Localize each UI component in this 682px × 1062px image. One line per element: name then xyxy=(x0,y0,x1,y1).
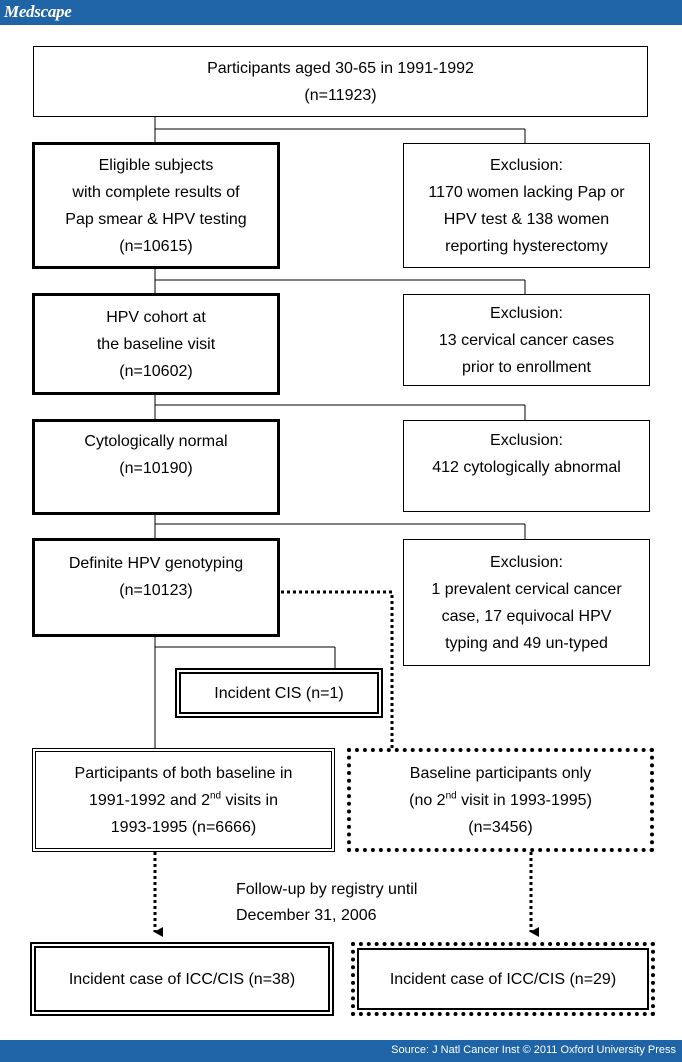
genotyping-label: Definite HPV genotyping xyxy=(68,555,244,572)
eligible-line: Pap smear & HPV testing xyxy=(65,210,247,228)
exclusion-heading: Exclusion: xyxy=(490,156,563,174)
both-visits-line: Participants of both baseline in xyxy=(74,764,293,782)
incident-left-label: Incident case of ICC/CIS (n=38) xyxy=(68,970,296,988)
participants-box: Participants aged 30-65 in 1991-1992 (n=… xyxy=(33,46,648,117)
exclusion-line: 1 prevalent cervical cancer xyxy=(431,580,622,598)
cohort-line: HPV cohort at xyxy=(106,308,206,326)
eligible-line: with complete results of xyxy=(72,183,240,201)
eligible-line: Eligible subjects xyxy=(98,156,214,174)
baseline-only-box: Baseline participants only (no 2nd visit… xyxy=(347,748,654,852)
text-part: visits in xyxy=(221,791,279,809)
medscape-logo: Medscape xyxy=(4,2,72,21)
exclusion-line: case, 17 equivocal HPV xyxy=(441,607,612,625)
genotyping-box: Definite HPV genotyping (n=10123) xyxy=(32,538,280,637)
participants-count: (n=11923) xyxy=(304,86,377,104)
incident-cis-label: Incident CIS (n=1) xyxy=(214,684,344,702)
cohort-count: (n=10602) xyxy=(119,362,193,380)
cohort-box: HPV cohort at the baseline visit (n=1060… xyxy=(32,293,280,395)
exclusion-heading: Exclusion: xyxy=(490,304,563,322)
exclusion-box-3: Exclusion: 412 cytologically abnormal xyxy=(403,420,650,512)
footer-bar: Source: J Natl Cancer Inst © 2011 Oxford… xyxy=(0,1040,682,1062)
cohort-line: the baseline visit xyxy=(96,335,216,353)
both-visits-box: Participants of both baseline in 1991-19… xyxy=(32,748,335,852)
normal-count: (n=10190) xyxy=(119,460,193,477)
both-visits-line: 1991-1992 and 2nd visits in xyxy=(89,787,278,814)
source-credit: Source: J Natl Cancer Inst © 2011 Oxford… xyxy=(391,1044,676,1056)
both-visits-count: 1993-1995 (n=6666) xyxy=(110,818,257,836)
genotyping-count: (n=10123) xyxy=(119,582,193,599)
participants-label: Participants aged 30-65 in 1991-1992 xyxy=(207,59,474,77)
text-part: (no 2 xyxy=(409,791,446,809)
exclusion-heading: Exclusion: xyxy=(490,553,563,571)
normal-box: Cytologically normal (n=10190) xyxy=(32,419,280,515)
incident-right-label: Incident case of ICC/CIS (n=29) xyxy=(389,970,617,988)
text-part: 1991-1992 and 2 xyxy=(88,791,210,809)
superscript: nd xyxy=(445,790,457,802)
baseline-only-line: (no 2nd visit in 1993-1995) xyxy=(409,787,592,814)
incident-left-box: Incident case of ICC/CIS (n=38) xyxy=(30,942,334,1016)
incident-right-box: Incident case of ICC/CIS (n=29) xyxy=(351,942,655,1016)
baseline-only-line: Baseline participants only xyxy=(409,764,592,782)
eligible-count: (n=10615) xyxy=(119,237,193,255)
followup-line: Follow-up by registry until xyxy=(236,881,418,898)
header-bar: Medscape xyxy=(0,0,682,25)
baseline-only-count: (n=3456) xyxy=(468,818,533,836)
exclusion-line: typing and 49 un-typed xyxy=(445,634,608,652)
exclusion-box-4: Exclusion: 1 prevalent cervical cancer c… xyxy=(403,539,650,666)
exclusion-line: prior to enrollment xyxy=(462,358,591,376)
dotted-connector xyxy=(281,590,394,748)
exclusion-line: HPV test & 138 women xyxy=(443,210,610,228)
exclusion-box-1: Exclusion: 1170 women lacking Pap or HPV… xyxy=(403,143,650,268)
exclusion-box-2: Exclusion: 13 cervical cancer cases prio… xyxy=(403,294,650,386)
text-part: visit in 1993-1995) xyxy=(456,791,592,809)
exclusion-line: 412 cytologically abnormal xyxy=(432,459,621,476)
followup-note: Follow-up by registry until December 31,… xyxy=(236,877,417,929)
exclusion-line: 1170 women lacking Pap or xyxy=(428,183,625,201)
exclusion-line: 13 cervical cancer cases xyxy=(438,331,615,349)
superscript: nd xyxy=(209,790,222,802)
normal-label: Cytologically normal xyxy=(84,433,228,450)
exclusion-heading: Exclusion: xyxy=(490,432,563,449)
followup-line: December 31, 2006 xyxy=(236,907,377,924)
eligible-box: Eligible subjects with complete results … xyxy=(32,142,280,269)
incident-cis-box: Incident CIS (n=1) xyxy=(175,668,383,718)
exclusion-line: reporting hysterectomy xyxy=(445,237,608,255)
